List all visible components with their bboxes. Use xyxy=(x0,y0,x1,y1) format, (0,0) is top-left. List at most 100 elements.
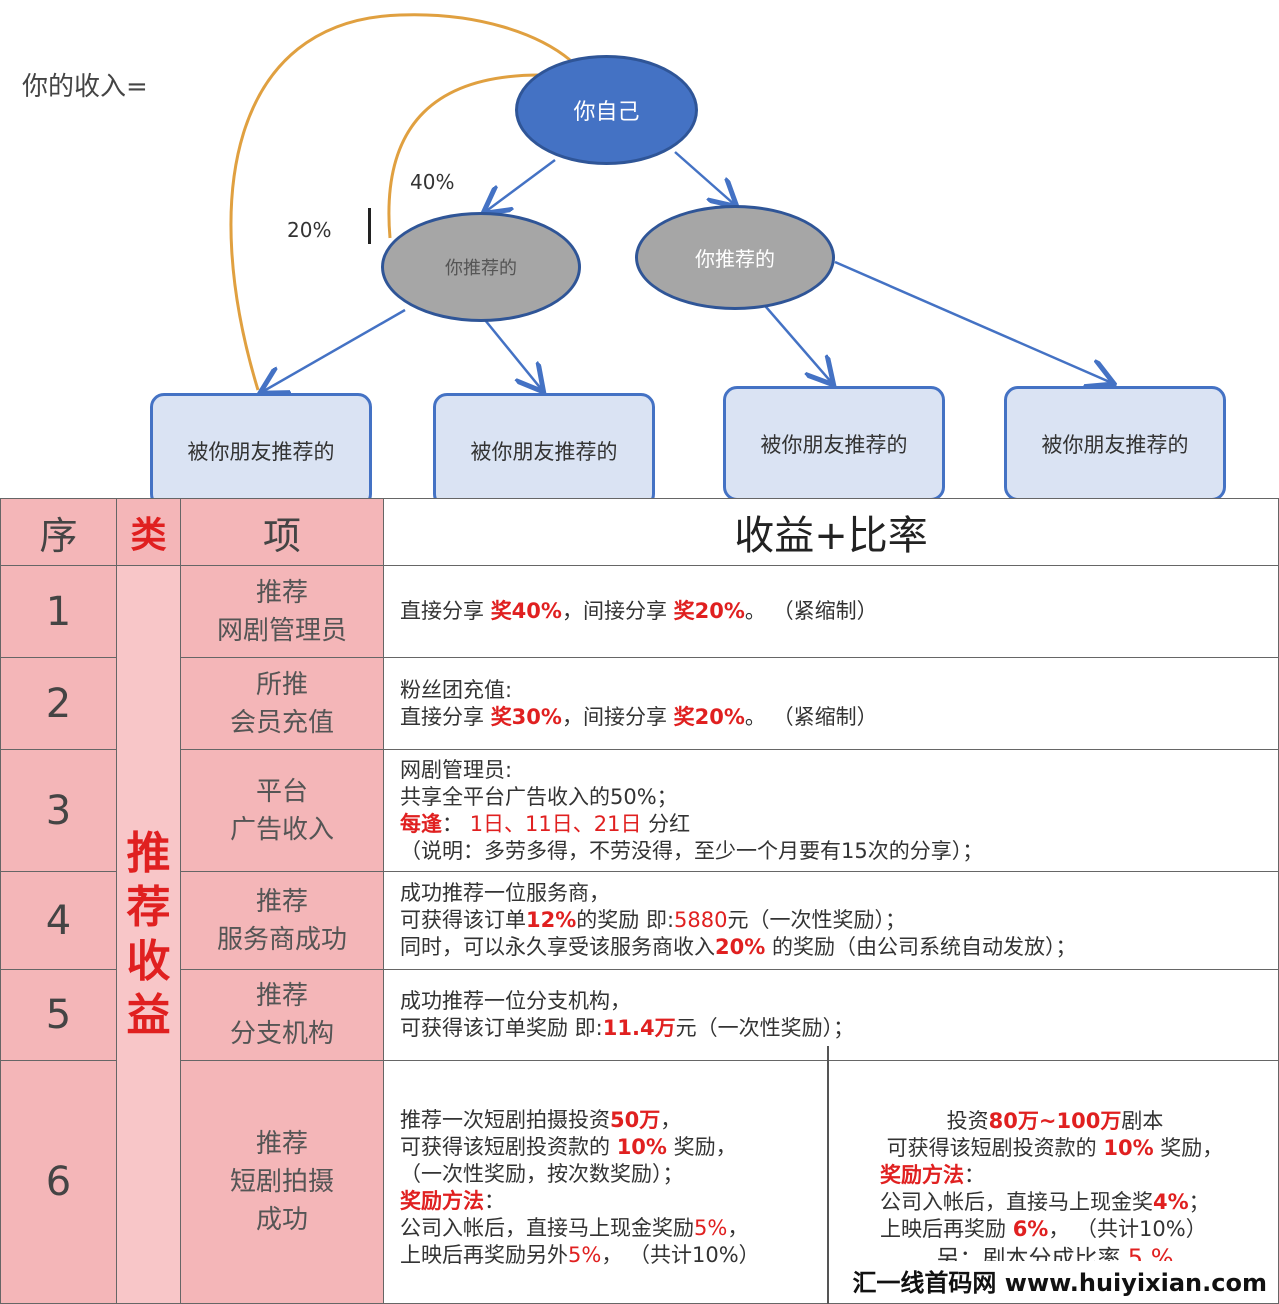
row-2-text-1: 直接分享 xyxy=(400,704,491,729)
row-4-text-1: 可获得该订单 xyxy=(400,908,526,932)
row-6-left-text-7: ， xyxy=(727,1216,749,1240)
row-1-item-line-1: 推荐 xyxy=(255,577,308,608)
row-6-right-text-7: ； xyxy=(1188,1190,1210,1214)
arc-40 xyxy=(387,73,541,239)
row-6-left-text-9: ， （共计10%） xyxy=(601,1243,760,1267)
row-3-num: 3 xyxy=(0,749,117,872)
row-6-left-text-1: 推荐一次短剧拍摄投资 xyxy=(400,1108,610,1132)
row-4-line-1: 成功推荐一位服务商， xyxy=(400,881,610,905)
row-3-text-2: 分红 xyxy=(641,811,691,836)
row-5-item-line-1: 推荐 xyxy=(255,981,308,1011)
arrow-left-box2 xyxy=(484,319,542,390)
row-4-desc: 成功推荐一位服务商， 可获得该订单12%的奖励 即:5880元（一次性奖励）； … xyxy=(383,871,1279,970)
row-2-item-line-1: 所推 xyxy=(255,669,308,700)
row-6-item: 推荐 短剧拍摄 成功 xyxy=(180,1060,384,1304)
row-6-left-highlight-1: 50万 xyxy=(610,1108,661,1132)
row-2-desc: 粉丝团充值: 直接分享 奖30%，间接分享 奖20%。 （紧缩制） xyxy=(383,657,1279,750)
row-4-text-5: 的奖励（由公司系统自动发放）； xyxy=(765,935,1077,959)
row-5-num: 5 xyxy=(0,969,117,1061)
income-label: 你的收入= xyxy=(22,72,148,102)
row-4-num: 4 xyxy=(0,871,117,970)
row-4-text-2: 的奖励 即: xyxy=(576,908,675,932)
row-3-item-line-1: 平台 xyxy=(255,776,308,807)
row-6-divider xyxy=(827,1046,829,1304)
node-self: 你自己 xyxy=(515,55,698,165)
row-4-highlight-3: 20% xyxy=(715,935,766,959)
row-3-highlight-1: 每逢 xyxy=(400,811,442,836)
referral-diagram: 你的收入= 40% 20% 你自己 你推荐的 你推荐的 被你朋友推荐的 被你朋友… xyxy=(0,0,1279,508)
row-5-item-line-2: 分支机构 xyxy=(229,1019,334,1049)
row-6-right-desc: 投资80万~100万剧本 可获得该短剧投资款的 10% 奖励， 奖励方法： 公司… xyxy=(840,1108,1270,1273)
row-6-left-highlight-2: 10% xyxy=(616,1135,667,1159)
category-char-3: 收 xyxy=(126,935,171,987)
row-6-item-line-3: 成功 xyxy=(255,1205,308,1235)
arc-20 xyxy=(229,13,571,391)
node-friend-referred-4: 被你朋友推荐的 xyxy=(1004,386,1226,501)
row-2-text-3: 。 （紧缩制） xyxy=(744,704,878,729)
row-2-num: 2 xyxy=(0,657,117,750)
row-1-text-3: 。 （紧缩制） xyxy=(744,599,878,623)
row-2-item-line-2: 会员充值 xyxy=(229,707,334,738)
row-4-highlight-2: 5880 xyxy=(674,908,728,932)
node-referred-right: 你推荐的 xyxy=(635,205,835,310)
header-type: 类 xyxy=(116,498,181,566)
row-2-item: 所推 会员充值 xyxy=(180,657,384,750)
arrow-right-box3 xyxy=(759,299,832,383)
row-2-highlight-2: 奖20% xyxy=(673,704,745,729)
node-friend-referred-1: 被你朋友推荐的 xyxy=(150,393,372,508)
row-6-right-text-6: 公司入帐后，直接马上现金奖 xyxy=(880,1190,1153,1214)
row-6-right-text-1: 投资 xyxy=(946,1109,989,1133)
row-3-text-1: ： xyxy=(442,811,470,836)
arrow-self-right xyxy=(674,151,735,205)
row-2-highlight-1: 奖30% xyxy=(490,704,562,729)
node-friend-referred-2: 被你朋友推荐的 xyxy=(433,393,655,508)
row-6-right-highlight-2: 10% xyxy=(1103,1136,1154,1160)
row-1-highlight-1: 奖40% xyxy=(490,599,562,623)
row-6-desc: 推荐一次短剧拍摄投资50万， 可获得该短剧投资款的 10% 奖励， （一次性奖励… xyxy=(383,1060,1279,1304)
row-5-item: 推荐 分支机构 xyxy=(180,969,384,1061)
row-6-right-text-3: 可获得该短剧投资款的 xyxy=(886,1136,1104,1160)
row-6-right-text-2: 剧本 xyxy=(1121,1109,1164,1133)
row-1-item-line-2: 网剧管理员 xyxy=(216,615,347,646)
row-2-text-2: ，间接分享 xyxy=(561,704,674,729)
category-referral-income: 推 荐 收 益 xyxy=(116,565,181,1304)
arrow-left-box1 xyxy=(262,308,406,392)
row-4-text-3: 元（一次性奖励）； xyxy=(727,908,906,932)
row-3-line-1: 网剧管理员: xyxy=(400,757,513,782)
row-3-desc: 网剧管理员: 共享全平台广告收入的50%； 每逢： 1日、11日、21日 分红 … xyxy=(383,749,1279,872)
header-income-rate: 收益+比率 xyxy=(383,498,1279,566)
row-1-text-2: ，间接分享 xyxy=(561,599,674,623)
percent-20-label: 20% xyxy=(287,218,332,242)
diagram-connectors xyxy=(229,13,1279,498)
row-4-highlight-1: 12% xyxy=(526,908,577,932)
node-referred-left: 你推荐的 xyxy=(381,212,581,322)
income-rate-table: 序 类 项 收益+比率 推 荐 收 益 1 推荐 网剧管理员 直接分享 奖40%… xyxy=(0,498,1279,1304)
row-4-text-4: 同时，可以永久享受该服务商收入 xyxy=(400,935,715,959)
row-6-left-line-3: （一次性奖励，按次数奖励）； xyxy=(400,1162,684,1186)
row-6-left-highlight-5: 5% xyxy=(568,1243,602,1267)
row-6-right-highlight-5: 6% xyxy=(1012,1217,1049,1241)
row-6-right-text-9: ， （共计10%） xyxy=(1048,1217,1207,1241)
row-4-item-line-1: 推荐 xyxy=(255,886,308,917)
category-char-4: 益 xyxy=(126,989,171,1041)
node-friend-referred-3: 被你朋友推荐的 xyxy=(723,386,945,501)
row-6-left-text-8: 上映后再奖励另外 xyxy=(400,1243,568,1267)
row-6-right-text-5: ： xyxy=(964,1163,985,1187)
row-6-right-highlight-4: 4% xyxy=(1153,1190,1189,1214)
row-6-left-method: 奖励方法 xyxy=(400,1189,484,1213)
row-3-item-line-2: 广告收入 xyxy=(229,814,334,845)
row-6-left-text-5: ： xyxy=(484,1189,505,1213)
percent-40-label: 40% xyxy=(410,170,455,194)
site-watermark: 汇一线首码网 www.huiyixian.com xyxy=(846,1261,1273,1300)
row-6-right-text-4: 奖励， xyxy=(1153,1136,1224,1160)
category-char-2: 荐 xyxy=(126,881,171,933)
row-5-text-1: 可获得该订单奖励 即: xyxy=(400,1016,603,1040)
row-6-left-text-2: ， xyxy=(660,1108,682,1132)
row-6-left-text-6: 公司入帐后，直接马上现金奖励 xyxy=(400,1216,694,1240)
row-6-right-method: 奖励方法 xyxy=(880,1163,964,1187)
row-5-highlight-1: 11.4万 xyxy=(602,1016,676,1040)
text-cursor xyxy=(368,208,371,244)
row-6-num: 6 xyxy=(0,1060,117,1304)
row-6-left-text-4: 奖励， xyxy=(666,1135,737,1159)
row-1-item: 推荐 网剧管理员 xyxy=(180,565,384,658)
